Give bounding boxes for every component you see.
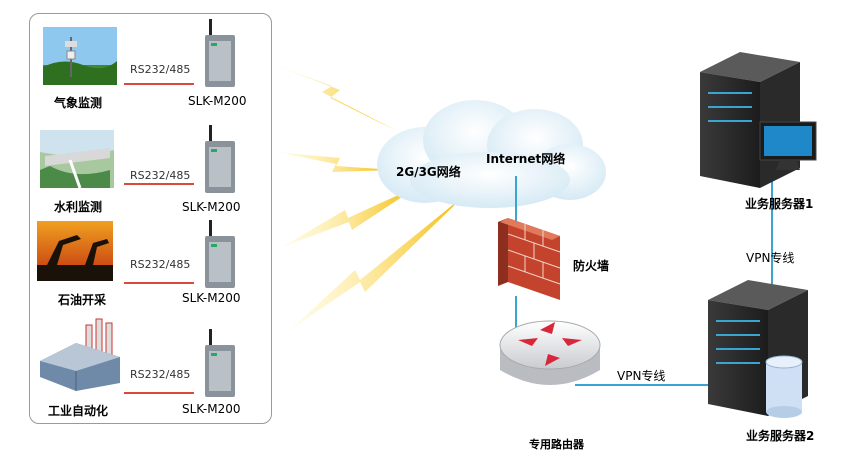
server-1-label: 业务服务器1 <box>745 197 814 211</box>
vpn-router-link-label: VPN专线 <box>617 369 666 383</box>
modem-icon-4 <box>203 329 237 397</box>
device-label-automation: 工业自动化 <box>48 404 109 418</box>
weather-station-image <box>43 27 117 85</box>
serial-link-1 <box>124 83 194 85</box>
wireless-signal-4 <box>290 195 465 330</box>
wireless-signal-2 <box>275 152 395 172</box>
serial-link-3 <box>124 282 194 284</box>
device-label-weather: 气象监测 <box>54 96 103 110</box>
device-label-water: 水利监测 <box>54 200 103 214</box>
vpn-server-link-label: VPN专线 <box>746 251 795 265</box>
modem-icon-1 <box>203 19 237 87</box>
server-2-icon <box>708 280 808 418</box>
protocol-label-1: RS232/485 <box>130 63 191 76</box>
protocol-label-4: RS232/485 <box>130 368 191 381</box>
modem-label-4: SLK-M200 <box>182 402 241 416</box>
water-dam-image <box>40 130 114 188</box>
modem-icon-2 <box>203 125 237 193</box>
wireless-signal-1 <box>262 60 395 130</box>
serial-link-4 <box>124 392 194 394</box>
factory-image <box>36 313 120 391</box>
router-label: 专用路由器 <box>529 438 584 451</box>
router-icon <box>499 320 601 385</box>
device-label-oil: 石油开采 <box>58 293 107 307</box>
modem-label-1: SLK-M200 <box>188 94 247 108</box>
serial-link-2 <box>124 183 194 185</box>
modem-label-2: SLK-M200 <box>182 200 241 214</box>
server-1-icon <box>700 52 817 188</box>
network-cloud <box>377 100 606 208</box>
firewall-label: 防火墙 <box>573 259 610 273</box>
mobile-network-label: 2G/3G网络 <box>396 165 461 179</box>
wireless-signal-3 <box>280 185 420 248</box>
protocol-label-2: RS232/485 <box>130 169 191 182</box>
firewall-icon <box>498 218 561 300</box>
protocol-label-3: RS232/485 <box>130 258 191 271</box>
modem-label-3: SLK-M200 <box>182 291 241 305</box>
server-2-label: 业务服务器2 <box>746 429 815 443</box>
oil-pump-image <box>37 221 113 281</box>
modem-icon-3 <box>203 220 237 288</box>
internet-label: Internet网络 <box>486 152 566 166</box>
